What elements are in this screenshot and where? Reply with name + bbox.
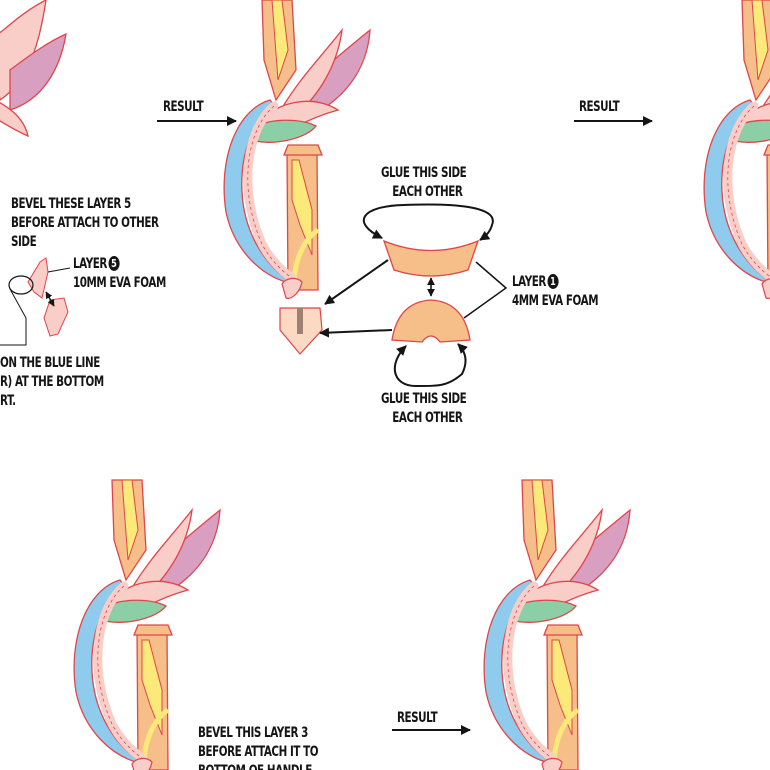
blue-line-note: ON THE BLUE LINE R) AT THE BOTTOM RT. <box>0 355 104 409</box>
pommel-piece <box>279 307 323 355</box>
sword-illustration-left <box>0 0 67 138</box>
sword-illustration-center <box>224 0 370 298</box>
layer5-badge: 5 <box>108 256 120 271</box>
glue-note-bottom: GLUE THIS SIDE EACH OTHER <box>381 391 467 426</box>
layer1-arc-pieces <box>319 203 508 388</box>
layer5-piece <box>0 257 71 346</box>
bevel-layer5-note: BEVEL THESE LAYER 5 BEFORE ATTACH TO OTH… <box>11 196 159 250</box>
sword-illustration-right <box>704 0 770 298</box>
glue-note-top: GLUE THIS SIDE EACH OTHER <box>381 165 467 200</box>
result-label-1: RESULT <box>163 99 204 115</box>
result-label-2: RESULT <box>579 99 620 115</box>
layer1-badge: 1 <box>547 274 559 289</box>
sword-illustration-bottom-right <box>484 480 630 770</box>
bevel-layer3-note: BEVEL THIS LAYER 3 BEFORE ATTACH IT TO B… <box>198 725 319 770</box>
result-label-3: RESULT <box>397 710 438 726</box>
